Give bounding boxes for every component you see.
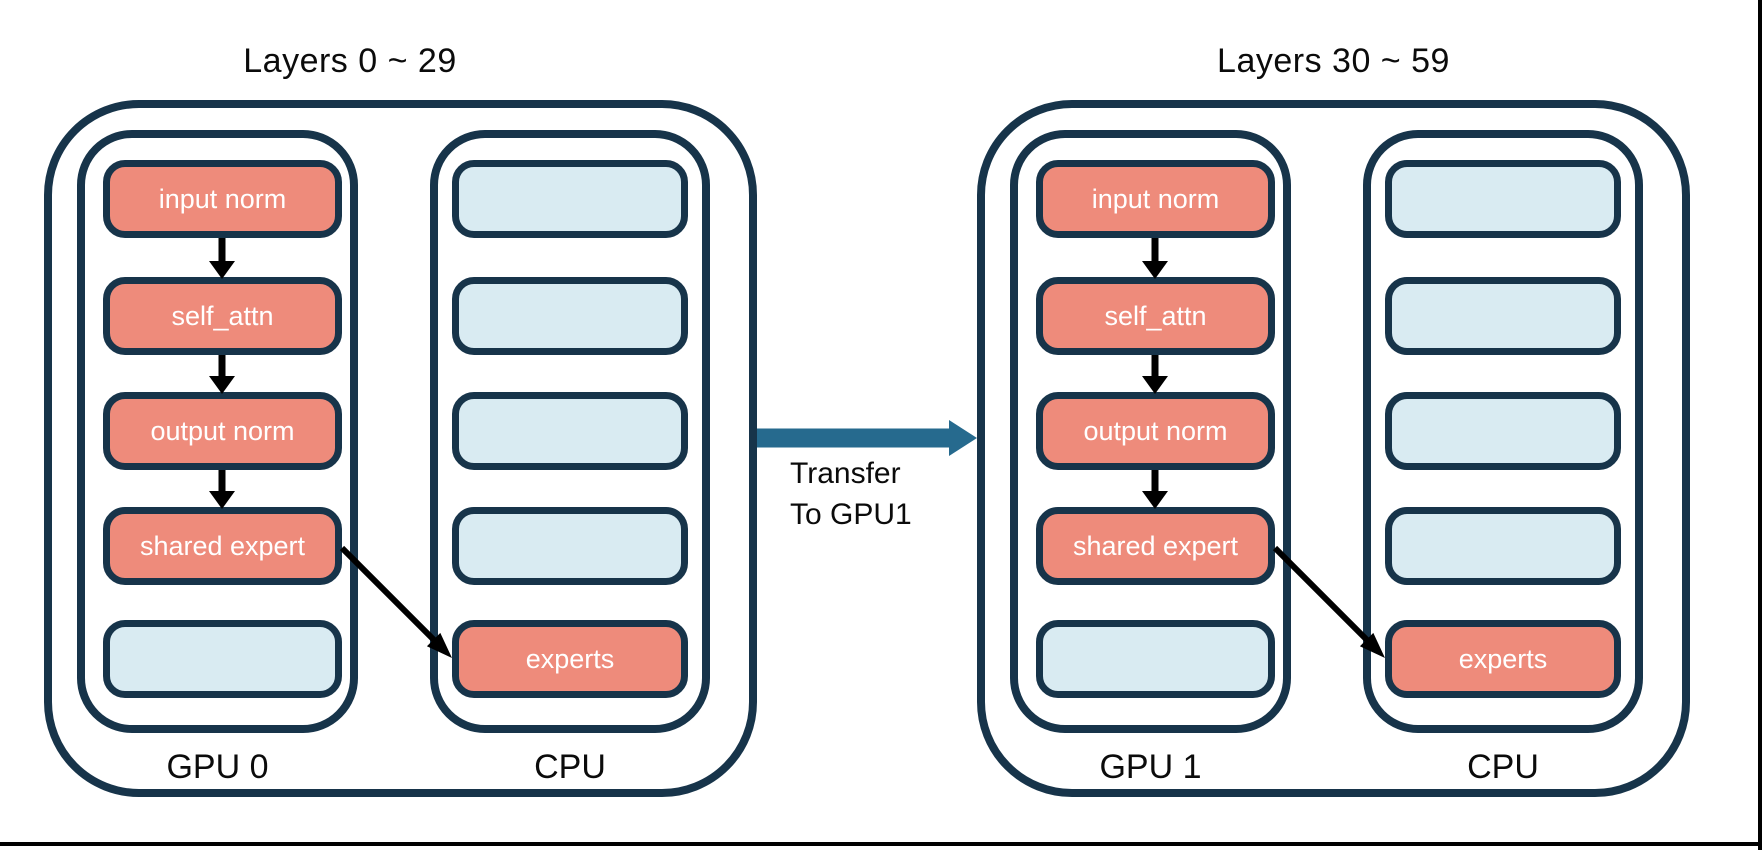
node-output-norm: output norm [103,392,342,470]
node-input-norm: input norm [1036,160,1275,238]
node-experts: experts [1385,620,1621,698]
down-arrow-icon [1142,470,1168,509]
offload-arrow-icon [339,545,452,658]
node-empty-slot [103,620,342,698]
node-empty-slot [452,160,688,238]
gpu-label: GPU 0 [166,748,269,786]
gpu-label: GPU 1 [1099,748,1202,786]
down-arrow-icon [209,470,235,509]
node-empty-slot [1385,507,1621,585]
cpu-label: CPU [534,748,606,786]
node-empty-slot [452,277,688,355]
transfer-arrow-icon [757,420,977,456]
offload-arrow-icon [1272,545,1385,658]
node-empty-slot [1385,160,1621,238]
node-empty-slot [1385,277,1621,355]
transfer-label: Transfer To GPU1 [790,453,912,535]
node-empty-slot [452,392,688,470]
node-self-attn: self_attn [1036,277,1275,355]
node-shared-expert: shared expert [103,507,342,585]
node-self-attn: self_attn [103,277,342,355]
node-shared-expert: shared expert [1036,507,1275,585]
group-title-layers-0-29: Layers 0 ~ 29 [243,42,457,80]
slide-edge-bottom [0,842,1762,846]
group-title-layers-30-59: Layers 30 ~ 59 [1217,42,1450,80]
down-arrow-icon [209,355,235,394]
node-empty-slot [452,507,688,585]
down-arrow-icon [1142,238,1168,279]
slide-edge-right [1758,0,1762,850]
transfer-label-line1: Transfer [790,457,901,490]
down-arrow-icon [1142,355,1168,394]
transfer-label-line2: To GPU1 [790,498,912,531]
node-output-norm: output norm [1036,392,1275,470]
node-experts: experts [452,620,688,698]
cpu-label: CPU [1467,748,1539,786]
node-input-norm: input norm [103,160,342,238]
down-arrow-icon [209,238,235,279]
node-empty-slot [1385,392,1621,470]
node-empty-slot [1036,620,1275,698]
